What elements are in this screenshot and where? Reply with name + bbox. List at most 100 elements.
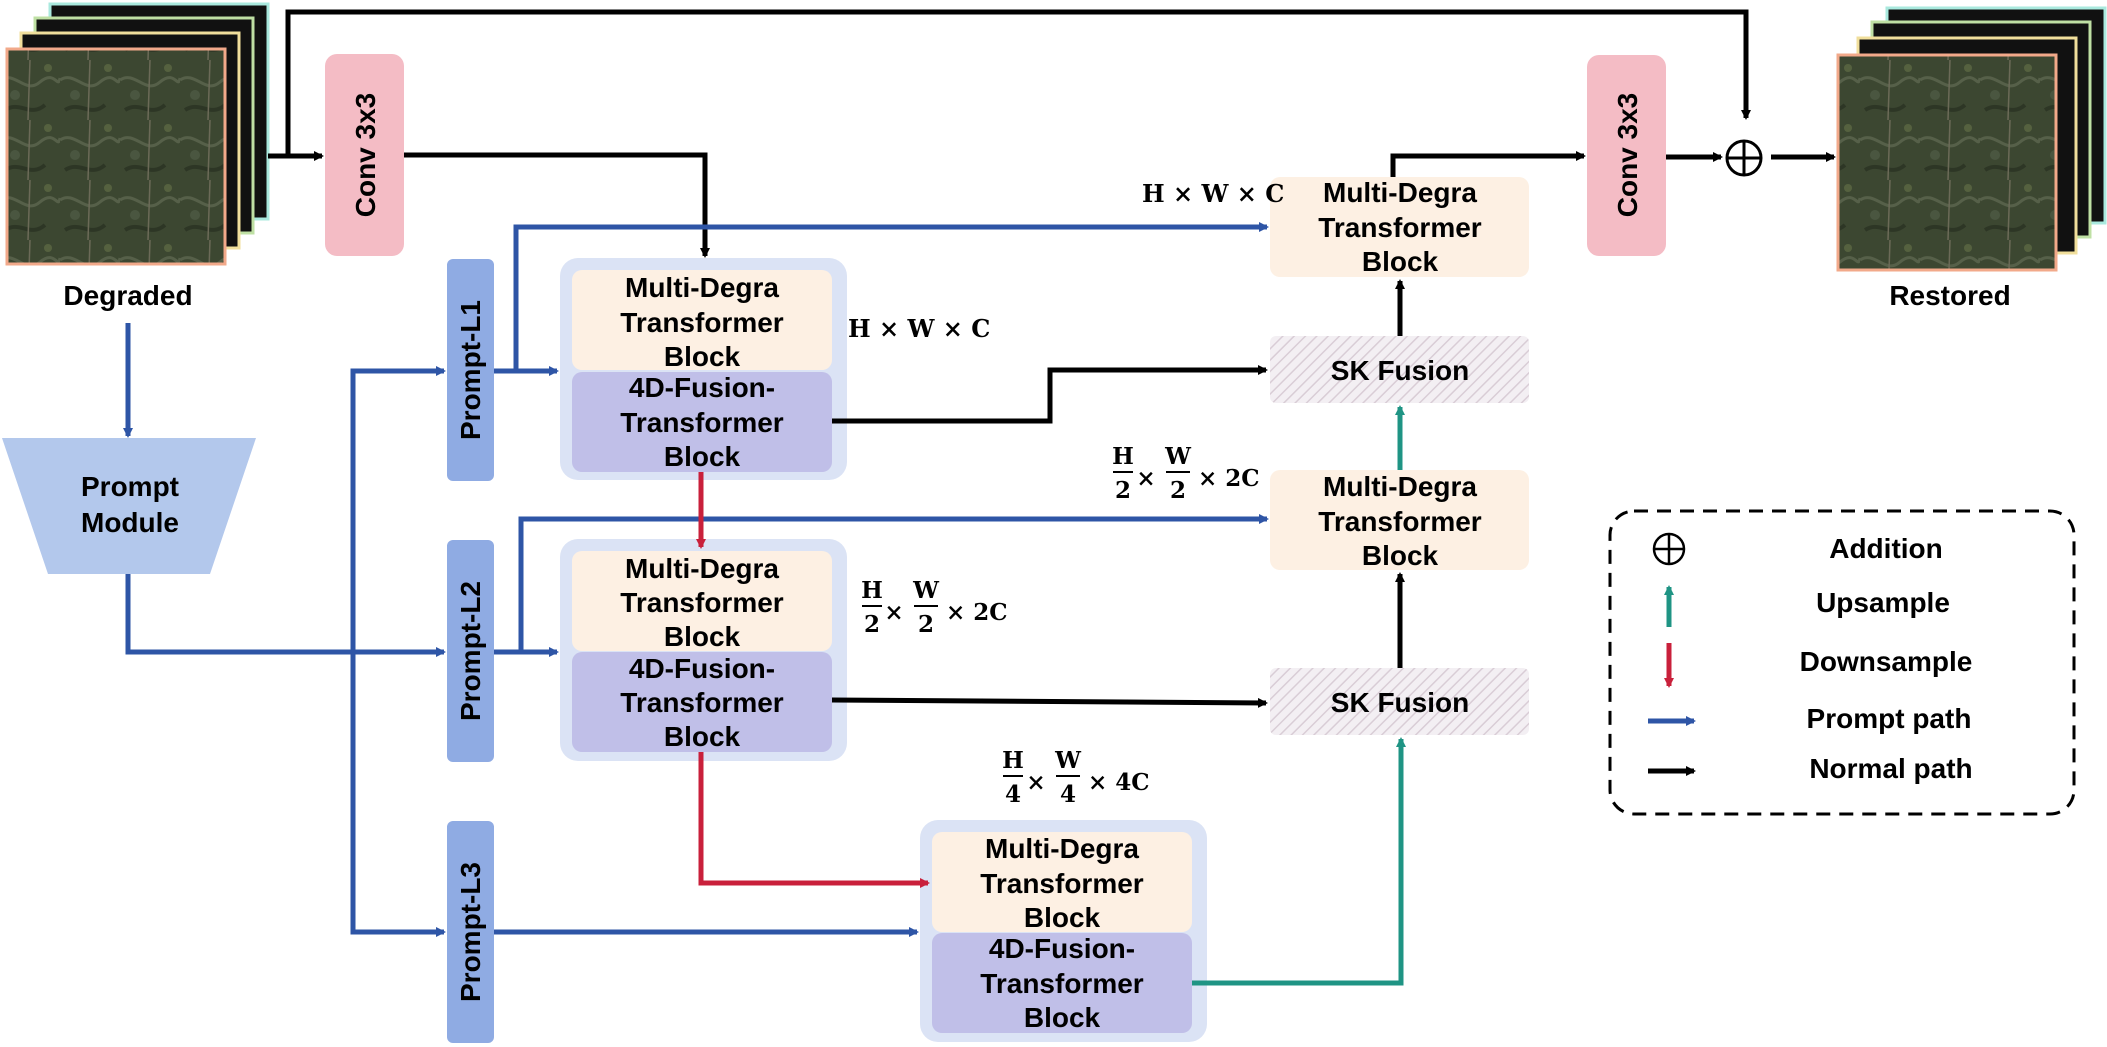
restored-label: Restored — [1889, 280, 2010, 311]
encoder1-to-sk1-arrow — [832, 365, 1268, 424]
decoder2-mdtb-line2: Transformer — [1318, 506, 1481, 537]
prompt-l2: Prompt-L2 — [447, 540, 494, 762]
decoder1-mdtb-line1: Multi-Degra — [1323, 177, 1477, 208]
dim-level2-encoder: H 2 × W 2 × 2C — [861, 577, 1007, 638]
upsample-paths — [1192, 405, 1406, 986]
encoder1-mdtb-line3: Block — [664, 341, 741, 372]
encoder3-fusion-line1: 4D-Fusion- — [989, 933, 1135, 964]
conv-left: Conv 3x3 — [325, 54, 404, 256]
encoder2-fusion — [572, 652, 832, 752]
encoder2-fusion-line2: Transformer — [620, 687, 783, 718]
legend: Addition Upsample Downsample Prompt path… — [1608, 509, 2076, 816]
sk-fusion-level2: SK Fusion — [1270, 668, 1529, 735]
encoder-level1: Multi-Degra Transformer Block 4D-Fusion-… — [560, 258, 847, 480]
dim-l2d-w-den: 2 — [1170, 477, 1186, 504]
to-prompt-l3-arrow — [350, 652, 446, 937]
legend-prompt-path-label: Prompt path — [1807, 703, 1972, 734]
dim-l3-times: × — [1026, 769, 1045, 796]
dim-l2e-c: × 2C — [946, 599, 1008, 626]
legend-addition-icon — [1652, 532, 1686, 566]
decoder-mdtb-level1: Multi-Degra Transformer Block — [1270, 177, 1529, 277]
encoder3-fusion-line2: Transformer — [980, 968, 1143, 999]
to-prompt-l1-arrow — [350, 366, 446, 652]
encoder2-fusion-line3: Block — [664, 721, 741, 752]
restored-image-stack — [1836, 6, 2107, 272]
degraded-image-stack — [5, 2, 270, 266]
decoder2-mdtb-line1: Multi-Degra — [1323, 471, 1477, 502]
dim-level1-encoder: H × W × C — [848, 314, 990, 343]
dim-l2d-times: × — [1136, 465, 1155, 492]
conv-to-encoder1-arrow — [404, 152, 710, 258]
prompt-paths — [123, 222, 1269, 937]
prompt-l3-label: Prompt-L3 — [455, 862, 486, 1002]
dim-level2-decoder: H 2 × W 2 × 2C — [1112, 443, 1259, 504]
prompt-l3: Prompt-L3 — [447, 821, 494, 1043]
encoder2-to-encoder3-downsample — [698, 752, 930, 888]
prompt-module-line1: Prompt — [81, 471, 179, 502]
encoder2-mdtb — [572, 551, 832, 651]
encoder3-fusion — [932, 933, 1192, 1033]
dim-l3-h-den: 4 — [1005, 781, 1021, 808]
encoder1-fusion-line2: Transformer — [620, 407, 783, 438]
legend-downsample-label: Downsample — [1800, 646, 1973, 677]
encoder1-fusion — [572, 372, 832, 472]
encoder1-mdtb-line2: Transformer — [620, 307, 783, 338]
legend-addition-label: Addition — [1829, 533, 1943, 564]
conv-left-label: Conv 3x3 — [350, 93, 381, 218]
encoder2-fusion-line1: 4D-Fusion- — [629, 653, 775, 684]
dim-l3-w-den: 4 — [1060, 781, 1076, 808]
dim-level3: H 4 × W 4 × 4C — [1002, 747, 1149, 808]
decoder-mdtb-level2: Multi-Degra Transformer Block — [1270, 470, 1529, 571]
encoder1-fusion-line3: Block — [664, 441, 741, 472]
encoder3-mdtb — [932, 832, 1192, 932]
legend-upsample-label: Upsample — [1816, 587, 1950, 618]
legend-normal-path-label: Normal path — [1809, 753, 1972, 784]
prompt-module: Prompt Module — [2, 438, 256, 574]
dim-l2e-h-den: 2 — [864, 611, 880, 638]
dim-l2e-h: H — [861, 577, 883, 604]
conv-right: Conv 3x3 — [1587, 55, 1666, 256]
encoder3-mdtb-line2: Transformer — [980, 868, 1143, 899]
sk-fusion-level1: SK Fusion — [1270, 336, 1529, 403]
prompt-module-line2: Module — [81, 507, 179, 538]
encoder3-to-sk2-upsample — [1192, 737, 1406, 986]
dim-l2d-h: H — [1112, 443, 1134, 470]
dim-l3-c: × 4C — [1088, 769, 1150, 796]
prompt-l2-to-decoder2-arrow — [518, 514, 1269, 652]
conv-right-label: Conv 3x3 — [1612, 93, 1643, 218]
dim-l3-h: H — [1002, 747, 1024, 774]
encoder-level3: Multi-Degra Transformer Block 4D-Fusion-… — [920, 820, 1207, 1042]
dim-l2e-w-den: 2 — [918, 611, 934, 638]
prompt-l1-to-decoder1-arrow — [513, 222, 1269, 371]
dim-l3-w: W — [1054, 747, 1082, 774]
decoder1-mdtb-line2: Transformer — [1318, 212, 1481, 243]
prompt-l2-label: Prompt-L2 — [455, 581, 486, 721]
encoder2-mdtb-line3: Block — [664, 621, 741, 652]
encoder-level2: Multi-Degra Transformer Block 4D-Fusion-… — [560, 539, 847, 761]
dim-level1-decoder: H × W × C — [1142, 179, 1284, 208]
restored-image — [1836, 53, 2058, 272]
downsample-paths — [696, 472, 930, 888]
degraded-image — [5, 47, 227, 266]
encoder1-fusion-line1: 4D-Fusion- — [629, 372, 775, 403]
encoder1-mdtb-line1: Multi-Degra — [625, 272, 779, 303]
sk-fusion-level2-label: SK Fusion — [1331, 687, 1469, 718]
encoder1-mdtb — [572, 270, 832, 370]
dim-l2e-w: W — [912, 577, 940, 604]
encoder3-fusion-line3: Block — [1024, 1002, 1101, 1033]
prompt-l1-label: Prompt-L1 — [455, 300, 486, 440]
encoder2-to-sk2-arrow — [831, 697, 1268, 708]
sk-fusion-level1-label: SK Fusion — [1331, 355, 1469, 386]
normal-paths — [268, 9, 1836, 708]
encoder3-mdtb-line3: Block — [1024, 902, 1101, 933]
decoder1-to-conv-arrow — [1390, 151, 1586, 177]
dim-l2d-c: × 2C — [1198, 465, 1260, 492]
dim-l2e-times: × — [884, 599, 903, 626]
decoder2-mdtb-line3: Block — [1362, 540, 1439, 571]
dim-l2d-h-den: 2 — [1115, 477, 1131, 504]
encoder3-mdtb-line1: Multi-Degra — [985, 833, 1139, 864]
addition-symbol — [1725, 139, 1763, 177]
decoder1-mdtb-line3: Block — [1362, 246, 1439, 277]
global-skip-arrow — [285, 9, 1751, 156]
